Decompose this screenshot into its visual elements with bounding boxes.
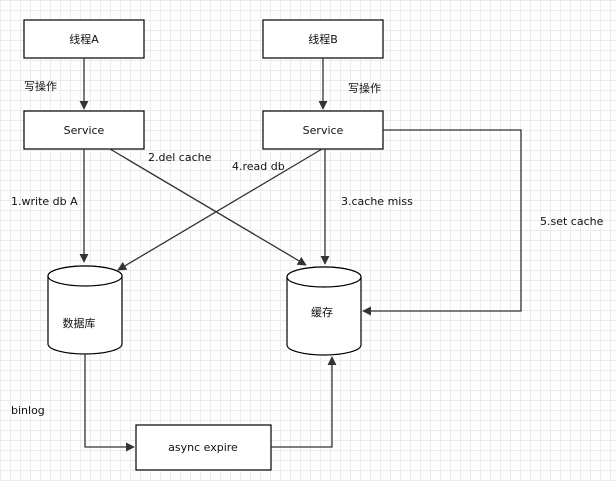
edge-del-cache [109, 148, 307, 266]
database-label: 数据库 [63, 316, 96, 330]
service-b-node: Service [262, 110, 384, 150]
async-expire-node: async expire [135, 424, 272, 471]
thread-b-label: 线程B [308, 32, 338, 46]
read-db-label: 4.read db [232, 160, 285, 173]
edge-async-expire-to-cache [271, 356, 337, 448]
service-a-node: Service [23, 110, 145, 150]
async-expire-label: async expire [168, 441, 238, 454]
thread-a-node: 线程A [23, 19, 145, 59]
service-a-label: Service [64, 124, 105, 137]
edge-binlog [84, 354, 135, 452]
write-db-label: 1.write db A [11, 195, 78, 208]
database-cylinder: 数据库 [47, 265, 123, 355]
binlog-label: binlog [11, 404, 45, 417]
edge-read-db [117, 148, 323, 271]
write-op-a-label: 写操作 [24, 79, 57, 93]
edge-set-cache [362, 129, 522, 316]
del-cache-label: 2.del cache [148, 151, 212, 164]
thread-b-node: 线程B [262, 19, 384, 59]
cache-miss-label: 3.cache miss [341, 195, 413, 208]
thread-a-label: 线程A [69, 32, 99, 46]
set-cache-label: 5.set cache [540, 215, 604, 228]
cache-cylinder: 缓存 [286, 266, 362, 356]
cache-label: 缓存 [311, 305, 333, 319]
write-op-b-label: 写操作 [348, 81, 381, 95]
service-b-label: Service [303, 124, 344, 137]
